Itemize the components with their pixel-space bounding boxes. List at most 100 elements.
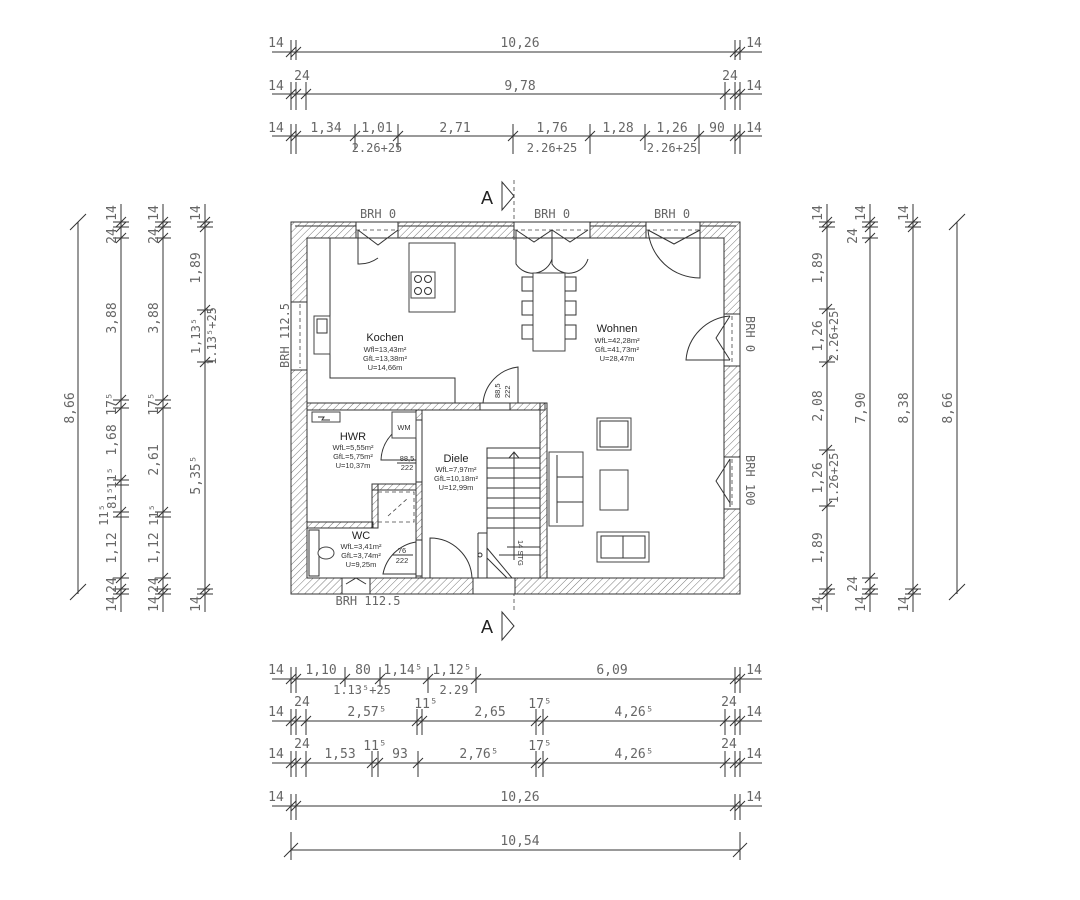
dim-label: 24	[846, 228, 861, 244]
dim-sublabel: 2.26+25	[527, 141, 578, 155]
dim-label: 10,54	[500, 834, 539, 849]
room-wfl: WfL=7,97m²	[435, 465, 477, 474]
dim-label: 14	[854, 205, 869, 221]
door-width: 76	[398, 546, 406, 555]
door-label: 76 222	[392, 546, 413, 565]
dim-sublabel: 1.13⁵+25	[333, 683, 391, 697]
dim-label: 2,76⁵	[459, 747, 498, 762]
dim-label: 11⁵	[363, 739, 386, 754]
dim-label: 24	[105, 228, 120, 244]
dim-label: 14	[746, 79, 762, 94]
washing-machine-label: WM	[397, 423, 410, 432]
dim-label: 1,10	[305, 663, 336, 678]
dimension-bottom: 14 1,10 80 1,14⁵ 1,12⁵ 6,09 14 1.13⁵+25 …	[268, 663, 762, 860]
dim-label: 24	[721, 737, 737, 752]
dim-label: 24	[147, 577, 162, 593]
dim-label: 14	[268, 747, 284, 762]
dim-label: 14	[746, 747, 762, 762]
dim-label: 14	[897, 596, 912, 612]
dim-label: 1,26	[656, 121, 687, 136]
walls	[290, 221, 741, 595]
dim-label: 1,13⁵	[189, 318, 203, 354]
dim-label: 9,78	[504, 79, 535, 94]
dim-label: 11⁵	[414, 697, 437, 712]
dim-label: 1,26	[811, 320, 826, 351]
door-width: 88,5	[493, 383, 502, 398]
dim-label: 14	[746, 705, 762, 720]
room-name: Kochen	[366, 332, 403, 344]
room-name: WC	[352, 530, 370, 542]
dim-label: 2,65	[474, 705, 505, 720]
dim-label: 1,68	[105, 424, 120, 455]
room-u: U=14,66m	[368, 363, 403, 372]
stair-label: 14 STG	[516, 540, 525, 566]
room-kochen: Kochen Wfl=13,43m² GfL=13,38m² U=14,66m	[363, 332, 407, 372]
door-label: 88,5 222	[493, 383, 512, 398]
dimension-top: 14 10,26 14 14 24 9,78 24 14 14 1,34 1,0…	[268, 36, 762, 155]
dim-label: 14	[268, 663, 284, 678]
dim-label: 10,26	[500, 790, 539, 805]
dim-label: 14	[746, 36, 762, 51]
door-height: 222	[503, 385, 512, 398]
dim-label: 14	[811, 205, 826, 221]
dim-label: 1,53	[324, 747, 355, 762]
dim-label: 3,88	[147, 302, 162, 333]
dim-label: 3,88	[105, 302, 120, 333]
dim-label: 24	[294, 737, 310, 752]
dimension-right: 14 1,89 1,26 2.26+25 2,08 1,26 1.26+25 1…	[811, 204, 966, 612]
dim-label: 24	[846, 576, 861, 592]
dim-sublabel: 2.26+25	[352, 141, 403, 155]
dim-label: 4,26⁵	[614, 747, 653, 762]
electric-panel-icon	[311, 411, 341, 423]
dim-label: 14	[268, 36, 284, 51]
dim-label: 17⁵	[105, 392, 120, 415]
washing-machine	[391, 411, 417, 439]
dim-label: 14	[189, 596, 204, 612]
dim-label: 11⁵	[97, 504, 111, 526]
dim-label: 1.13⁵+25	[205, 307, 219, 365]
section-label: A	[481, 188, 493, 208]
dim-label: 1,12	[147, 532, 162, 563]
dim-label: 1,28	[602, 121, 633, 136]
room-wfl: WfL=42,28m²	[594, 336, 640, 345]
dim-label: 1,12⁵	[432, 663, 471, 678]
dim-label: 2,08	[811, 390, 826, 421]
dim-label: 14	[268, 705, 284, 720]
room-diele: Diele WfL=7,97m² GfL=10,18m² U=12,99m	[434, 453, 478, 492]
dim-label: 24	[294, 69, 310, 84]
door-label: 88,5 222	[397, 454, 416, 472]
dim-label: 14	[746, 790, 762, 805]
toilet-icon	[317, 546, 335, 560]
room-u: U=10,37m	[336, 461, 371, 470]
dim-label: 7,90	[854, 392, 869, 423]
room-wfl: Wfl=13,43m²	[364, 345, 407, 354]
furniture: 14 STG	[308, 238, 650, 579]
dim-label: 14	[746, 121, 762, 136]
dim-label: 90	[709, 121, 725, 136]
dim-label: 14	[268, 79, 284, 94]
dim-label: 24	[294, 695, 310, 710]
dim-label: 8,66	[63, 392, 78, 423]
dim-label: 5,35⁵	[189, 455, 204, 494]
dim-label: 93	[392, 747, 408, 762]
dim-label: 14	[811, 596, 826, 612]
dining-table	[532, 272, 566, 352]
room-gfl: GfL=41,73m²	[595, 345, 639, 354]
coffee-table	[599, 469, 629, 511]
dim-label: 2.26+25	[827, 311, 841, 362]
dim-label: 1.26+25	[827, 453, 841, 504]
dim-label: 1,14⁵	[383, 663, 422, 678]
dim-label: 24	[722, 69, 738, 84]
room-name: HWR	[340, 431, 366, 443]
dim-label: 2,57⁵	[347, 705, 386, 720]
dim-sublabel: 2.26+25	[647, 141, 698, 155]
cooktop-icon	[410, 271, 436, 299]
dim-label: 81⁵	[105, 487, 119, 509]
brh-label: BRH 0	[743, 316, 757, 352]
dim-label: 14	[268, 790, 284, 805]
dim-label: 4,26⁵	[614, 705, 653, 720]
dim-label: 2,61	[147, 444, 162, 475]
dim-label: 1,89	[811, 252, 826, 283]
section-label: A	[481, 617, 493, 637]
